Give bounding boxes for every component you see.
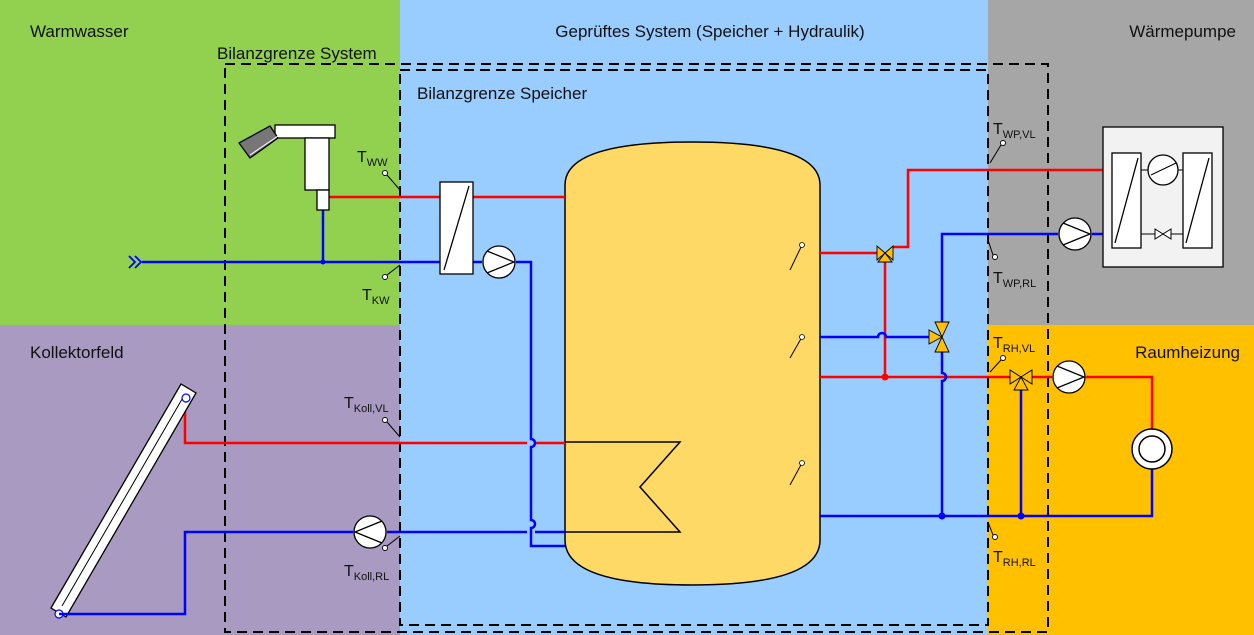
sensor-label-t-koll-vl: TKoll,VL [344, 395, 389, 415]
junction-dot [881, 373, 889, 381]
sensor-label-t-koll-rl: TKoll,RL [344, 563, 389, 583]
pump-icon [1058, 217, 1092, 251]
faucet-icon [238, 124, 336, 211]
storage-tank [564, 141, 821, 586]
zone-kollektorfeld [0, 325, 400, 635]
mixing-valve-icon [876, 245, 894, 263]
zone-label-waermepumpe: Wärmepumpe [1129, 22, 1236, 41]
pump-icon [1052, 360, 1086, 394]
junction-dot [320, 259, 326, 265]
zone-raumheizung [988, 325, 1254, 635]
zone-label-warmwasser: Warmwasser [30, 22, 129, 41]
mixing-valve-icon [928, 321, 950, 353]
junction-dot [1017, 512, 1025, 520]
boundary-label-speicher: Bilanzgrenze Speicher [417, 84, 587, 103]
zone-label-kollektorfeld: Kollektorfeld [30, 343, 124, 362]
mixing-valve-icon [1009, 369, 1033, 391]
pump-icon [353, 515, 387, 549]
junction-dot [938, 512, 946, 520]
cold-pipes [142, 210, 1154, 580]
bilanzgrenze-speicher [399, 69, 989, 626]
sensor-label-t-wp-rl: TWP,RL [993, 270, 1036, 290]
heat-pump-unit [1102, 126, 1224, 268]
sensor-label-t-ww: TWW [357, 149, 388, 169]
sensor-label-t-rh-rl: TRH,RL [993, 549, 1036, 569]
sensor-label-t-wp-vl: TWP,VL [993, 121, 1036, 141]
sensor-leads [386, 144, 1002, 547]
zone-label-raumheizung: Raumheizung [1135, 343, 1240, 362]
heat-exchanger [439, 181, 474, 275]
cold-water-inlet-icon [128, 255, 143, 269]
bilanzgrenze-system [224, 63, 1049, 633]
sensor-label-t-kw: TKW [362, 287, 390, 307]
zone-label-system: Geprüftes System (Speicher + Hydraulik) [555, 22, 864, 41]
pump-icon [482, 245, 516, 279]
sensor-markers [382, 140, 1006, 551]
solar-collector [50, 383, 197, 619]
hot-pipes [183, 168, 1154, 445]
radiator-icon [1131, 428, 1173, 470]
boundary-label-system: Bilanzgrenze System [217, 44, 377, 63]
zone-warmwasser [0, 0, 400, 325]
sensor-label-t-rh-vl: TRH,VL [993, 335, 1035, 355]
